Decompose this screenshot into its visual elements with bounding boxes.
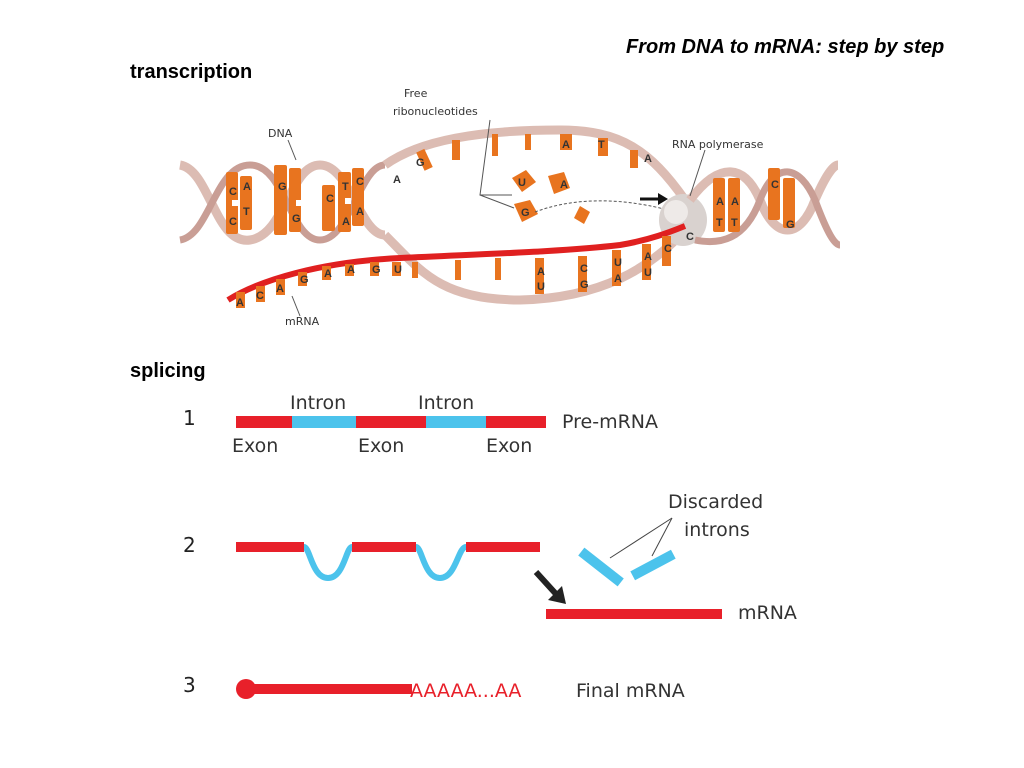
dna-left-bases: C A C G T G C T A C A (229, 176, 364, 228)
svg-text:T: T (716, 217, 723, 229)
svg-text:A: A (716, 196, 724, 208)
label-free: Free (404, 87, 428, 100)
label-dna: DNA (268, 127, 293, 140)
intron-segment-2 (426, 416, 486, 428)
dna-upper-strand-bases (416, 134, 638, 171)
discarded-introns (578, 547, 676, 587)
svg-text:C: C (771, 179, 779, 191)
svg-text:U: U (614, 257, 622, 269)
svg-text:T: T (598, 139, 605, 151)
dna-upper-strand (382, 125, 689, 203)
mrna-bases (236, 236, 671, 308)
step-number-3: 3 (183, 673, 196, 697)
mrna-strand (226, 223, 687, 303)
svg-text:C: C (229, 186, 237, 198)
mrna-bases-text: A C A G A A G U A U C G U A A U C C (236, 231, 694, 309)
svg-text:A: A (342, 216, 350, 228)
svg-text:A: A (356, 206, 364, 218)
label-pre-mrna: Pre-mRNA (562, 411, 658, 433)
callout-lines (287, 119, 706, 317)
exon-segment-2 (356, 416, 426, 428)
label-rna-polymerase: RNA polymerase (672, 138, 764, 151)
svg-text:A: A (393, 174, 401, 186)
svg-text:T: T (342, 181, 349, 193)
label-intron-1: Intron (290, 392, 346, 414)
dna-left-base-pairs (226, 165, 364, 235)
final-mrna-bar (246, 684, 412, 694)
label-intron-2: Intron (418, 392, 474, 414)
svg-text:G: G (580, 279, 589, 291)
svg-text:G: G (416, 157, 425, 169)
exon-segment-3 (486, 416, 546, 428)
dna-right-base-pairs (713, 168, 795, 232)
svg-text:C: C (356, 176, 364, 188)
svg-text:C: C (580, 263, 588, 275)
svg-text:G: G (786, 219, 795, 231)
section-heading-splicing: splicing (130, 360, 206, 382)
svg-text:C: C (256, 290, 264, 302)
splice-arrow-icon (533, 569, 559, 597)
svg-text:C: C (664, 243, 672, 255)
splicing-diagram: 1 Intron Intron Exon Exon Exon Pre-mRNA … (183, 392, 797, 702)
section-heading-transcription: transcription (130, 61, 253, 83)
svg-text:C: C (686, 231, 694, 243)
step-number-2: 2 (183, 533, 196, 557)
label-discarded: Discarded (668, 491, 763, 513)
svg-text:A: A (236, 297, 244, 309)
svg-text:A: A (560, 179, 568, 191)
svg-text:C: C (229, 216, 237, 228)
label-mrna-splicing: mRNA (738, 602, 797, 624)
svg-text:A: A (537, 266, 545, 278)
pre-mrna-bar (236, 416, 546, 428)
svg-text:G: G (278, 181, 287, 193)
discarded-callout-lines (609, 517, 673, 559)
svg-text:U: U (644, 267, 652, 279)
svg-text:C: C (326, 193, 334, 205)
label-final-mrna: Final mRNA (576, 680, 685, 702)
svg-text:G: G (300, 274, 309, 286)
svg-text:A: A (347, 264, 355, 276)
svg-text:A: A (562, 139, 570, 151)
svg-text:U: U (518, 177, 526, 189)
label-mrna-transcription: mRNA (285, 315, 320, 328)
poly-a-tail-label: AAAAA...AA (410, 680, 521, 702)
svg-text:G: G (372, 264, 381, 276)
svg-text:A: A (324, 268, 332, 280)
svg-text:A: A (644, 251, 652, 263)
step-number-1: 1 (183, 406, 196, 430)
dna-left-bond-marks (232, 198, 351, 206)
svg-text:U: U (394, 264, 402, 276)
label-exon-2: Exon (358, 435, 404, 457)
intron-segment-1 (292, 416, 356, 428)
spliced-mrna-bar (546, 609, 722, 619)
label-exon-1: Exon (232, 435, 278, 457)
dna-right-bases: A A T T C G (716, 179, 795, 231)
label-exon-3: Exon (486, 435, 532, 457)
svg-text:G: G (292, 213, 301, 225)
svg-text:A: A (731, 196, 739, 208)
dna-upper-bases-text: A G A T A (393, 139, 652, 186)
splicing-intermediate (236, 542, 540, 582)
svg-text:T: T (731, 217, 738, 229)
free-ribonucleotides: U A G (512, 170, 669, 224)
label-introns: introns (684, 519, 750, 541)
svg-text:U: U (537, 281, 545, 293)
svg-text:A: A (644, 153, 652, 165)
exon-segment-1 (236, 416, 292, 428)
svg-text:G: G (521, 207, 530, 219)
svg-text:A: A (614, 273, 622, 285)
transcription-diagram: C A C G T G C T A C A A G (178, 87, 841, 328)
page-title: From DNA to mRNA: step by step (626, 36, 945, 58)
svg-text:A: A (243, 181, 251, 193)
svg-text:A: A (276, 283, 284, 295)
dna-backbone-right-2 (694, 168, 841, 249)
label-ribonucleotides: ribonucleotides (393, 105, 478, 118)
svg-text:T: T (243, 206, 250, 218)
dna-backbone-right-1 (686, 160, 839, 235)
